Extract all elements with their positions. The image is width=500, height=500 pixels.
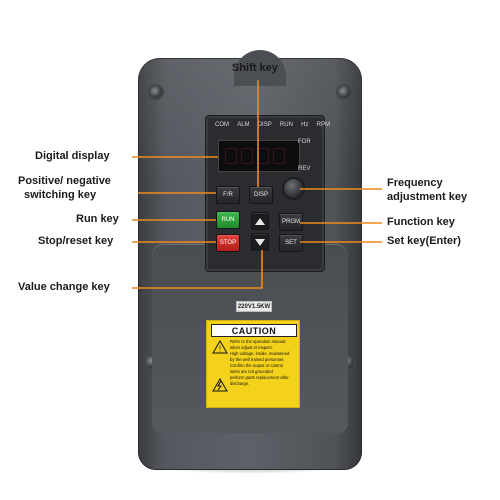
- svg-text:!: !: [219, 345, 221, 354]
- indicator-com: COM: [215, 122, 229, 128]
- set-key[interactable]: SET: [279, 234, 303, 252]
- stop-reset-callout: Stop/reset key: [38, 235, 114, 247]
- caution-line: wires are not grounded: [230, 369, 273, 374]
- caution-line: perform parts replacement after: [230, 375, 289, 380]
- indicator-hz: Hz: [301, 122, 309, 128]
- caution-icons: !: [212, 339, 228, 404]
- rating-label: 220V1.5KW: [236, 301, 272, 312]
- caution-line: Refer to the operation manual: [230, 339, 286, 344]
- caution-label: CAUTION ! Refer to the operation manual …: [206, 320, 300, 408]
- display-digit: [225, 148, 237, 164]
- warning-icon: !: [212, 340, 228, 392]
- frequency-callout-line1: Frequency: [387, 177, 443, 189]
- caution-line: by the well trained personnel.: [230, 357, 285, 362]
- rev-label: REV: [298, 166, 311, 172]
- arrow-up-icon: [255, 217, 265, 225]
- down-arrow-key[interactable]: [251, 233, 269, 251]
- digital-display: [218, 140, 300, 172]
- run-key-callout: Run key: [76, 213, 119, 225]
- prgm-key[interactable]: PRGM: [279, 213, 303, 231]
- fr-key[interactable]: F/R: [216, 186, 240, 204]
- display-digit: [241, 148, 253, 164]
- indicator-rpm: RPM: [316, 122, 330, 128]
- frequency-callout-line2: adjustment key: [387, 191, 468, 203]
- caution-line: when adjust or inspect.: [230, 345, 273, 350]
- positive-negative-callout-line1: Positive/ negative: [18, 175, 111, 187]
- caution-line: Confirm the output or control: [230, 363, 284, 368]
- indicator-alm: ALM: [237, 122, 250, 128]
- caution-line: discharge.: [230, 381, 250, 386]
- shift-key-callout: Shift key: [232, 62, 278, 74]
- for-label: FOR: [298, 139, 311, 145]
- disp-key[interactable]: DISP: [249, 186, 273, 204]
- indicator-row: COM ALM DISP RUN Hz RPM: [215, 122, 330, 132]
- set-key-callout: Set key(Enter): [387, 235, 461, 247]
- screw-icon: [150, 86, 162, 98]
- value-change-leader: [132, 250, 263, 289]
- run-key[interactable]: RUN: [216, 211, 240, 229]
- function-key-callout: Function key: [387, 216, 455, 228]
- caution-text: Refer to the operation manual when adjus…: [230, 339, 296, 387]
- arrow-down-icon: [255, 238, 265, 246]
- digital-display-callout: Digital display: [35, 150, 110, 162]
- indicator-disp: DISP: [257, 122, 272, 128]
- indicator-run: RUN: [279, 122, 293, 128]
- display-digit: [273, 148, 285, 164]
- stop-key[interactable]: STOP: [216, 234, 240, 252]
- housing-top-bump: [234, 50, 286, 86]
- up-arrow-key[interactable]: [251, 212, 269, 230]
- positive-negative-callout-line2: switching key: [24, 189, 97, 201]
- caution-line: High voltage, inside, maintained: [230, 351, 290, 356]
- frequency-dial[interactable]: [284, 179, 303, 198]
- caution-title: CAUTION: [211, 324, 297, 337]
- value-change-callout: Value change key: [18, 281, 110, 293]
- screw-icon: [338, 86, 350, 98]
